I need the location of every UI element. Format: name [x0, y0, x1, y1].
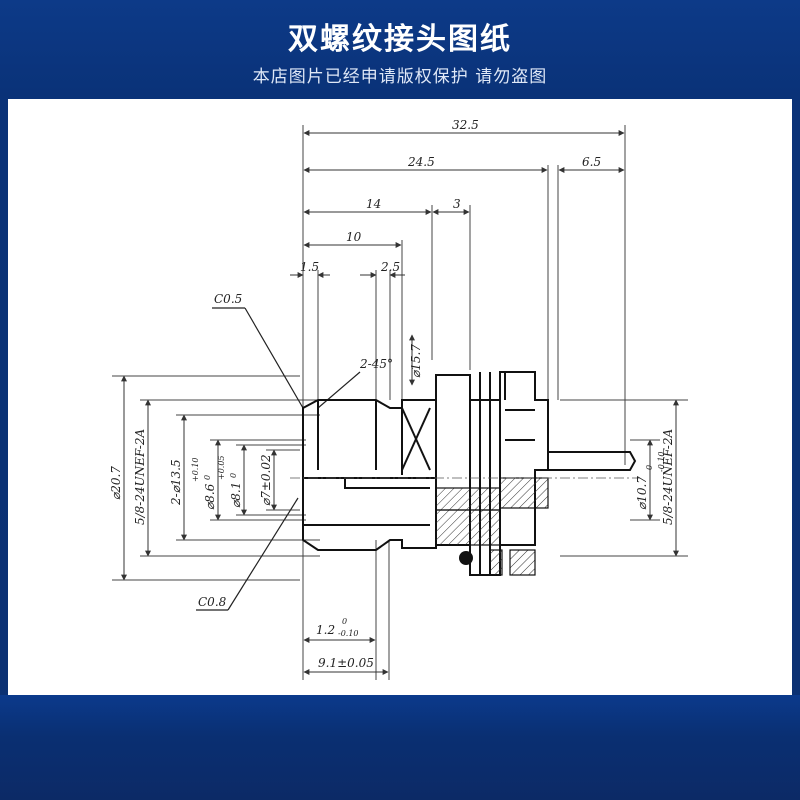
dim-2-5: 2.5: [380, 260, 400, 274]
hatched-sections: [435, 477, 549, 576]
dim-phi8-6-tol: +0.10: [191, 457, 200, 482]
dim-3: 3: [453, 197, 461, 211]
dimension-lines: [121, 130, 679, 675]
dimension-labels: 32.5 24.5 6.5 14 3 10 1.5 2.5 C0.5 C0.8 …: [198, 118, 601, 670]
dim-phi15-7: ⌀15.7: [409, 344, 423, 378]
dim-phi8-1-tol0: 0: [229, 473, 238, 478]
dim-c0-5: C0.5: [214, 292, 242, 306]
dim-1-2-tol0: 0: [342, 617, 347, 626]
dim-24-5: 24.5: [407, 155, 435, 169]
dim-phi7: ⌀7±0.02: [259, 454, 273, 506]
dim-thread-left: 5/8-24UNEF-2A: [133, 429, 147, 525]
dim-14: 14: [366, 197, 381, 211]
dim-phi8-6-tol0: 0: [203, 475, 212, 480]
dim-phi10-7: ⌀10.7: [635, 476, 649, 510]
copyright-notice: 本店图片已经申请版权保护 请勿盗图: [252, 67, 548, 87]
technical-drawing-panel: 32.5 24.5 6.5 14 3 10 1.5 2.5 C0.5 C0.8 …: [8, 99, 792, 695]
dim-chamfer: 2-45°: [359, 357, 393, 371]
dim-phi13-5: 2-⌀13.5: [169, 459, 183, 506]
dim-phi8-6: ⌀8.6: [203, 483, 217, 510]
leader-lines: [196, 307, 361, 611]
dim-9-1: 9.1±0.05: [318, 656, 374, 670]
dim-1-5: 1.5: [300, 260, 319, 274]
dim-1-2: 1.2: [316, 623, 335, 637]
dim-phi8-1: ⌀8.1: [229, 482, 243, 508]
extension-lines: [302, 125, 626, 680]
dim-10: 10: [346, 230, 362, 244]
dim-thread-right: 5/8-24UNEF-2A: [661, 429, 675, 525]
technical-drawing: 32.5 24.5 6.5 14 3 10 1.5 2.5 C0.5 C0.8 …: [109, 118, 688, 680]
dim-phi10-7-tol: -0.10: [657, 451, 666, 472]
dim-phi20-7: ⌀20.7: [109, 466, 123, 500]
dim-1-2-tol: -0.10: [338, 629, 359, 638]
horizontal-reference-lines: [112, 375, 688, 581]
dim-6-5: 6.5: [582, 155, 601, 169]
header: 双螺纹接头图纸 本店图片已经申请版权保护 请勿盗图: [0, 0, 800, 100]
footer-band: [0, 695, 800, 800]
dim-phi10-7-tol0: 0: [645, 465, 654, 470]
vertical-dimension-labels: ⌀15.7 ⌀20.7 5/8-24UNEF-2A 2-⌀13.5 ⌀8.6 +…: [109, 344, 675, 525]
dim-32-5: 32.5: [452, 118, 479, 132]
o-ring: [459, 551, 473, 565]
dim-c0-8: C0.8: [198, 595, 227, 609]
page-title: 双螺纹接头图纸: [288, 22, 512, 57]
dim-phi8-1-tol: +0.05: [217, 455, 226, 480]
